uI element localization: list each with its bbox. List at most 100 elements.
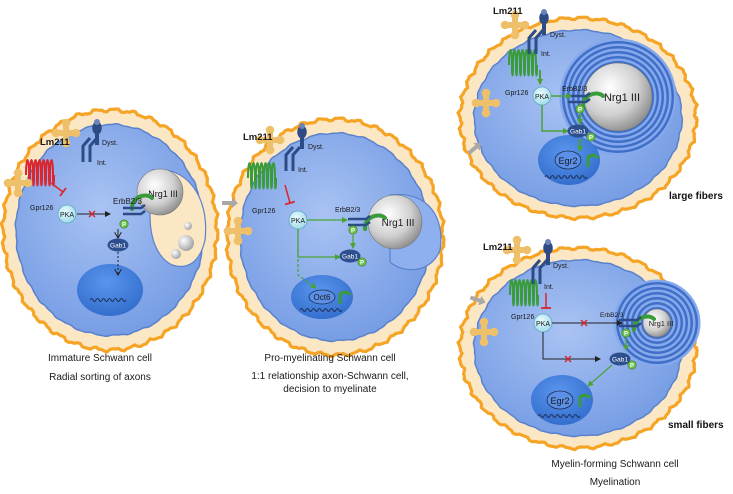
dystroglycan-icon xyxy=(297,123,307,149)
laminin-211-icon xyxy=(223,216,253,246)
gab1-node xyxy=(609,352,631,366)
axon-small-3 xyxy=(184,222,192,230)
axon-nrg1 xyxy=(136,168,184,216)
dyst-label: Dyst. xyxy=(102,140,118,147)
dna-wave xyxy=(89,298,127,302)
gpr126-receptor-icon xyxy=(509,279,539,307)
nrg1-label: Nrg1 III xyxy=(148,189,178,199)
egr2-label: Egr2 xyxy=(550,396,569,406)
gpr126-label: Gpr126 xyxy=(252,208,275,215)
inhibition-bar xyxy=(59,187,67,197)
cell-immature: Nrg1 IIIErbB2/3Gpr126PKAPGab1Dyst.Int.Lm… xyxy=(0,107,220,354)
dna-wave xyxy=(537,414,581,418)
nrg1-ligand-icon xyxy=(581,91,605,109)
cell-small-fiber: Nrg1 IIIErbB2/3Egr2Gpr126PKAPGab1PDyst.I… xyxy=(456,235,701,452)
gab1-label: Gab1 xyxy=(570,129,586,136)
int-label: Int. xyxy=(298,167,308,174)
caption-promyelinating-title: Pro-myelinating Schwann cell xyxy=(264,353,396,364)
phospho-label: P xyxy=(351,228,355,234)
dystroglycan-icon xyxy=(92,119,102,145)
axon-small-2 xyxy=(171,249,181,259)
phospho-badge xyxy=(621,328,631,338)
egr2-label: Egr2 xyxy=(558,156,577,166)
transcription-icon xyxy=(586,153,600,167)
laminin-211-icon xyxy=(51,118,81,148)
phospho-badge xyxy=(119,219,129,229)
inhibition-arrow xyxy=(284,184,291,204)
erbb-label: ErbB2/3 xyxy=(562,86,587,93)
transcription-icon xyxy=(338,290,352,304)
laminin-211-icon xyxy=(471,88,501,118)
erbb-label: ErbB2/3 xyxy=(600,312,624,319)
caption-promyelinating-subtitle-2: decision to myelinate xyxy=(283,384,377,395)
transition-arrow-icon xyxy=(467,142,482,155)
laminin-211-icon xyxy=(3,168,33,198)
cell-promyelinating: Nrg1 IIIErbB2/3Oct6Gpr126PKAPGab1PDyst.I… xyxy=(223,116,446,359)
integrin-icon xyxy=(284,146,302,171)
dyst-label: Dyst. xyxy=(308,144,324,151)
erbb2-3-receptor-icon xyxy=(568,92,591,104)
pka-gab1-arrow xyxy=(542,332,601,362)
gab1-label: Gab1 xyxy=(342,254,358,261)
pka-node xyxy=(57,204,77,224)
caption-myelin-forming-subtitle: Myelination xyxy=(589,477,641,488)
integrin-icon xyxy=(81,137,99,162)
phospho-label: P xyxy=(624,331,628,337)
dna-wave xyxy=(299,308,343,312)
gpr126-label: Gpr126 xyxy=(505,90,528,97)
erbb2-3-receptor-icon xyxy=(348,215,371,227)
laminin-211-icon xyxy=(469,317,499,347)
gpr126-receptor-icon xyxy=(247,162,277,190)
pka-label: PKA xyxy=(536,321,550,328)
axon-small-1 xyxy=(178,235,194,251)
gab1-node xyxy=(567,124,589,138)
dna-wave xyxy=(544,175,588,179)
erbb-label: ErbB2/3 xyxy=(113,197,142,206)
lm211-label: Lm211 xyxy=(40,137,70,148)
caption-immature-subtitle: Radial sorting of axons xyxy=(49,372,151,383)
phospho-label: P xyxy=(360,260,364,266)
integrin-icon xyxy=(527,29,545,54)
erbb2-3-receptor-icon xyxy=(123,204,146,216)
erbb2-3-receptor-icon xyxy=(619,316,642,328)
int-label: Int. xyxy=(544,284,554,291)
laminin-211-icon xyxy=(255,125,285,155)
dyst-label: Dyst. xyxy=(553,263,569,270)
label-large-fibers: large fibers xyxy=(669,191,723,202)
blocked-x-icon xyxy=(88,210,96,218)
lm211-label: Lm211 xyxy=(243,132,273,143)
dystroglycan-icon xyxy=(543,239,553,265)
erbb-label: ErbB2/3 xyxy=(335,207,360,214)
blocked-x-icon xyxy=(564,355,572,363)
gpr126-label: Gpr126 xyxy=(30,205,53,212)
phospho-label: P xyxy=(578,107,582,113)
gab1-egr2-arrow xyxy=(587,364,613,387)
pka-oct6-arrow xyxy=(297,229,317,289)
phospho-badge xyxy=(348,225,358,235)
gpr126-label: Gpr126 xyxy=(511,314,534,321)
phospho-badge xyxy=(575,104,585,114)
oct6-node xyxy=(308,289,336,305)
inhibition-arrow xyxy=(50,182,64,193)
caption-promyelinating-subtitle-1: 1:1 relationship axon-Schwann cell, xyxy=(251,371,409,382)
lm211-label: Lm211 xyxy=(493,6,523,17)
dystroglycan-icon xyxy=(539,9,549,35)
phospho-badge xyxy=(627,360,637,370)
label-small-fibers: small fibers xyxy=(668,420,724,431)
gpr126-receptor-icon xyxy=(25,159,55,187)
caption-myelin-forming-title: Myelin-forming Schwann cell xyxy=(551,459,679,470)
int-label: Int. xyxy=(97,160,107,167)
phospho-badge xyxy=(586,132,596,142)
nrg1-label: Nrg1 III xyxy=(649,319,674,328)
transition-arrow-icon xyxy=(469,295,486,306)
gab1-node xyxy=(339,249,361,263)
inhibition-bar xyxy=(284,200,296,206)
phospho-label: P xyxy=(122,222,126,228)
blocked-x-icon xyxy=(580,319,588,327)
gpr126-receptor-icon xyxy=(508,49,538,77)
integrin-icon xyxy=(531,259,549,284)
laminin-211-icon xyxy=(500,10,530,40)
phospho-badge xyxy=(357,257,367,267)
